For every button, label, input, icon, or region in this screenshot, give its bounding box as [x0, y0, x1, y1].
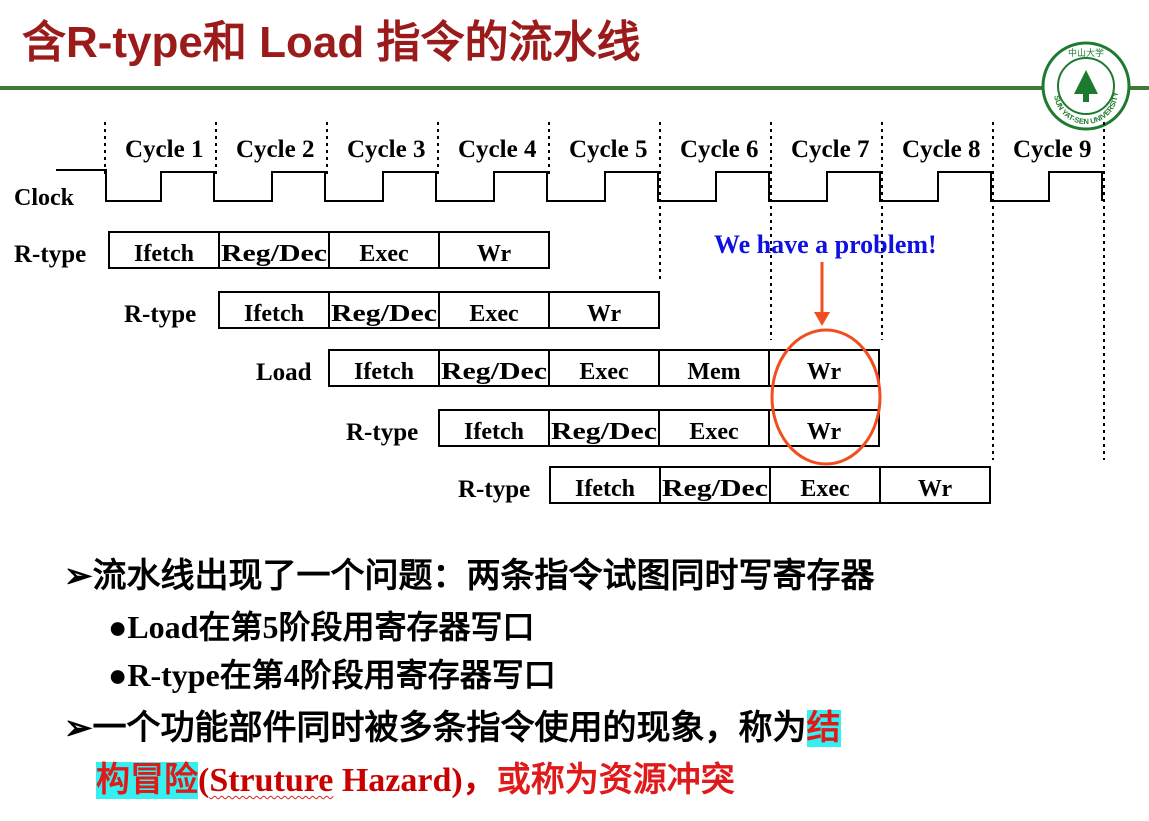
arrow-bullet-icon: ➢	[64, 710, 93, 747]
cycle-label: Cycle 6	[680, 136, 758, 163]
stage-label: Mem	[687, 359, 740, 385]
row-label: R-type	[14, 241, 86, 268]
stage-label: Wr	[918, 476, 953, 502]
sub-bullet-1-text: Load在第5阶段用寄存器写口	[127, 609, 535, 645]
stage-label: Exec	[469, 301, 519, 327]
dot-bullet-icon: ●	[108, 609, 128, 645]
university-seal-icon: SUN YAT-SEN UNIVERSITY 中山大学	[1041, 41, 1131, 131]
stage-label: Ifetch	[354, 359, 414, 385]
stage-label: Reg/Dec	[221, 241, 327, 267]
cycle-label: Cycle 8	[902, 136, 980, 163]
stage-label: Wr	[807, 359, 842, 385]
stage-box	[438, 231, 550, 269]
row-label: Load	[256, 359, 312, 386]
stage-label: Wr	[587, 301, 622, 327]
cycle-label: Cycle 5	[569, 136, 647, 163]
stage-label: Reg/Dec	[331, 301, 437, 327]
stage-label: Exec	[359, 241, 409, 267]
resource-conflict-text: 或称为资源冲突	[496, 762, 735, 799]
cycle-label: Cycle 2	[236, 136, 314, 163]
conflict-highlight-ellipse	[770, 328, 882, 466]
stage-label: Wr	[807, 419, 842, 445]
pipeline-diagram: Cycle 1 Cycle 2 Cycle 3 Cycle 4 Cycle 5 Cycle…	[14, 122, 1105, 504]
row-label: R-type	[124, 301, 196, 328]
arrow-bullet-icon: ➢	[64, 558, 93, 595]
cycle-boundaries	[104, 122, 1105, 460]
seal-cn-text: 中山大学	[1068, 47, 1104, 59]
stage-label: Exec	[579, 359, 629, 385]
problem-annotation: We have a problem!	[714, 230, 937, 259]
bullet-2-text: 一个功能部件同时被多条指令使用的现象，称为	[92, 710, 807, 747]
hazard-en-rest: Hazard)，	[333, 762, 497, 799]
annotation-arrow-head	[814, 312, 830, 326]
row-label: R-type	[346, 419, 418, 446]
stage-label: Ifetch	[134, 241, 194, 267]
cycle-label: Cycle 7	[791, 136, 869, 163]
stage-label: Wr	[477, 241, 512, 267]
row-label: R-type	[458, 476, 530, 503]
slide-title: 含R-type和 Load 指令的流水线	[22, 18, 641, 67]
stage-label: Exec	[689, 419, 739, 445]
hazard-en-open: (	[198, 762, 210, 799]
bullet-1-text: 流水线出现了一个问题：两条指令试图同时写寄存器	[92, 558, 875, 595]
dot-bullet-icon: ●	[108, 657, 128, 693]
cycle-label: Cycle 9	[1013, 136, 1091, 163]
stage-label: Ifetch	[575, 476, 635, 502]
sub-bullet-1: ●Load在第5阶段用寄存器写口	[108, 602, 534, 648]
stage-label: Reg/Dec	[551, 419, 657, 445]
stage-label: Ifetch	[244, 301, 304, 327]
cycle-label: Cycle 1	[125, 136, 203, 163]
cycle-labels: Cycle 1 Cycle 2 Cycle 3 Cycle 4 Cycle 5 Cycle…	[125, 136, 1091, 163]
highlight-term-part2: 构冒险	[96, 762, 198, 799]
clock-label: Clock	[14, 185, 75, 211]
stage-label: Exec	[800, 476, 850, 502]
sub-bullet-2-text: R-type在第4阶段用寄存器写口	[127, 657, 556, 693]
cycle-label: Cycle 3	[347, 136, 425, 163]
highlight-term-part1: 结	[806, 710, 841, 747]
stage-label: Reg/Dec	[441, 359, 547, 385]
stage-box	[768, 349, 880, 387]
bullet-2: ➢一个功能部件同时被多条指令使用的现象，称为结	[64, 700, 841, 749]
clock-signal	[56, 169, 1103, 202]
stage-box	[879, 466, 991, 504]
stage-box	[768, 409, 880, 447]
bullet-2-line2: 构冒险(Struture Hazard)，或称为资源冲突	[96, 752, 735, 801]
hazard-en-word: Struture	[209, 762, 334, 799]
clock-waveform	[56, 169, 1103, 202]
stage-label: Ifetch	[464, 419, 524, 445]
sub-bullet-2: ●R-type在第4阶段用寄存器写口	[108, 650, 556, 696]
stage-label: Reg/Dec	[662, 476, 768, 502]
cycle-label: Cycle 4	[458, 136, 537, 163]
title-divider	[0, 86, 1149, 90]
stage-box	[548, 291, 660, 329]
bullet-1: ➢流水线出现了一个问题：两条指令试图同时写寄存器	[64, 548, 875, 597]
